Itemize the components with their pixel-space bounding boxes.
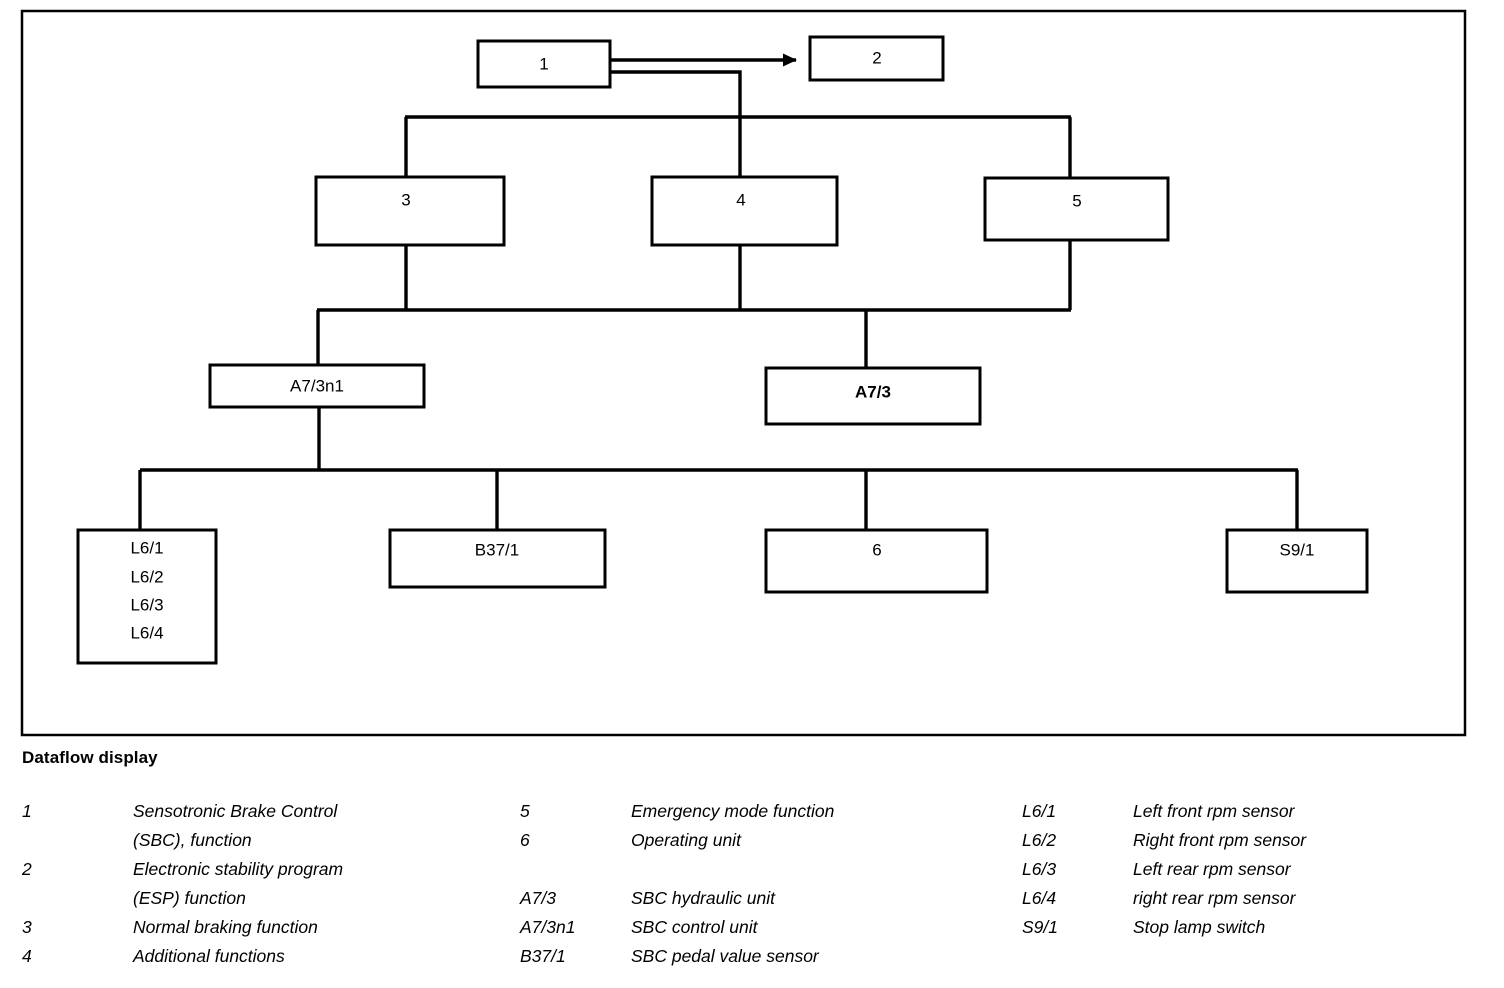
legend-column-1: 1 Sensotronic Brake Control (SBC), funct… (22, 797, 502, 971)
node-b371-label: B37/1 (475, 540, 519, 559)
legend-item: (SBC), function (22, 826, 502, 855)
legend-desc: SBC hydraulic unit (631, 888, 775, 908)
legend-item: A7/3 SBC hydraulic unit (520, 884, 1000, 913)
legend-spacer (520, 855, 1000, 884)
legend-item: (ESP) function (22, 884, 502, 913)
legend-item: 6 Operating unit (520, 826, 1000, 855)
legend-key: 3 (22, 917, 32, 937)
legend-desc: Left rear rpm sensor (1133, 859, 1291, 879)
legend-item: 5 Emergency mode function (520, 797, 1000, 826)
legend-desc: Sensotronic Brake Control (133, 801, 338, 821)
node-4[interactable]: 4 (650, 175, 839, 247)
legend-desc: Operating unit (631, 830, 741, 850)
node-5-label: 5 (1072, 191, 1081, 210)
legend-desc: (SBC), function (133, 830, 252, 850)
node-a73n1[interactable]: A7/3n1 (208, 363, 426, 409)
legend-desc: Normal braking function (133, 917, 318, 937)
legend-desc: SBC control unit (631, 917, 758, 937)
node-l6-2-label: L6/2 (130, 567, 163, 586)
legend-desc: Left front rpm sensor (1133, 801, 1295, 821)
legend-item: 3 Normal braking function (22, 913, 502, 942)
node-a73[interactable]: A7/3 (764, 366, 982, 426)
node-l6-1-label: L6/1 (130, 538, 163, 557)
connector-group (133, 53, 1304, 546)
legend-item: L6/4 right rear rpm sensor (1022, 884, 1492, 913)
node-a73n1-label: A7/3n1 (290, 376, 344, 395)
legend-key: L6/3 (1022, 859, 1057, 879)
legend-desc: Electronic stability program (133, 859, 344, 879)
legend-item: L6/2 Right front rpm sensor (1022, 826, 1492, 855)
legend-desc: (ESP) function (133, 888, 246, 908)
legend-column-3: L6/1 Left front rpm sensor L6/2 Right fr… (1022, 797, 1492, 942)
legend-key: B37/1 (520, 946, 566, 966)
legend: Dataflow display 1 Sensotronic Brake Con… (0, 745, 1504, 988)
node-3[interactable]: 3 (314, 175, 506, 247)
node-b371[interactable]: B37/1 (388, 528, 607, 589)
legend-item: B37/1 SBC pedal value sensor (520, 942, 1000, 971)
legend-item: 1 Sensotronic Brake Control (22, 797, 502, 826)
legend-item: A7/3n1 SBC control unit (520, 913, 1000, 942)
legend-key: A7/3n1 (520, 917, 576, 937)
node-l6-group[interactable]: L6/1 L6/2 L6/3 L6/4 (76, 528, 218, 665)
legend-key: 4 (22, 946, 32, 966)
legend-column-2: 5 Emergency mode function 6 Operating un… (520, 797, 1000, 971)
node-s91-label: S9/1 (1280, 540, 1315, 559)
node-2[interactable]: 2 (808, 35, 945, 82)
node-s91[interactable]: S9/1 (1225, 528, 1369, 594)
legend-title: Dataflow display (22, 748, 158, 767)
legend-desc: right rear rpm sensor (1133, 888, 1296, 908)
legend-desc: Emergency mode function (631, 801, 835, 821)
connector-1-to-bus (610, 70, 742, 117)
node-group: 1 2 3 4 5 A7/3n1 A7/3 L6/1 (76, 35, 1369, 665)
legend-key: S9/1 (1022, 917, 1058, 937)
legend-key: L6/1 (1022, 801, 1057, 821)
legend-key: 1 (22, 801, 32, 821)
node-l6-4-label: L6/4 (130, 623, 163, 642)
legend-item: L6/1 Left front rpm sensor (1022, 797, 1492, 826)
legend-item: L6/3 Left rear rpm sensor (1022, 855, 1492, 884)
node-5[interactable]: 5 (983, 176, 1170, 242)
legend-key: 6 (520, 830, 530, 850)
node-l6-3-label: L6/3 (130, 595, 163, 614)
legend-key: L6/2 (1022, 830, 1057, 850)
legend-item: S9/1 Stop lamp switch (1022, 913, 1492, 942)
legend-desc: Stop lamp switch (1133, 917, 1266, 937)
legend-key: 5 (520, 801, 530, 821)
legend-desc: SBC pedal value sensor (631, 946, 819, 966)
node-6[interactable]: 6 (764, 528, 989, 594)
legend-key: 2 (22, 859, 32, 879)
node-6-label: 6 (872, 540, 881, 559)
legend-desc: Right front rpm sensor (1133, 830, 1307, 850)
legend-key: A7/3 (520, 888, 556, 908)
node-4-label: 4 (736, 190, 745, 209)
node-2-label: 2 (872, 48, 881, 67)
node-a73-label: A7/3 (855, 382, 891, 401)
node-1[interactable]: 1 (476, 39, 612, 89)
legend-item: 2 Electronic stability program (22, 855, 502, 884)
node-1-label: 1 (539, 54, 548, 73)
node-3-label: 3 (401, 190, 410, 209)
legend-item: 4 Additional functions (22, 942, 502, 971)
legend-key: L6/4 (1022, 888, 1057, 908)
legend-desc: Additional functions (133, 946, 285, 966)
diagram-border (20, 9, 1467, 737)
dataflow-diagram: 1 2 3 4 5 A7/3n1 A7/3 L6/1 (20, 9, 1467, 737)
